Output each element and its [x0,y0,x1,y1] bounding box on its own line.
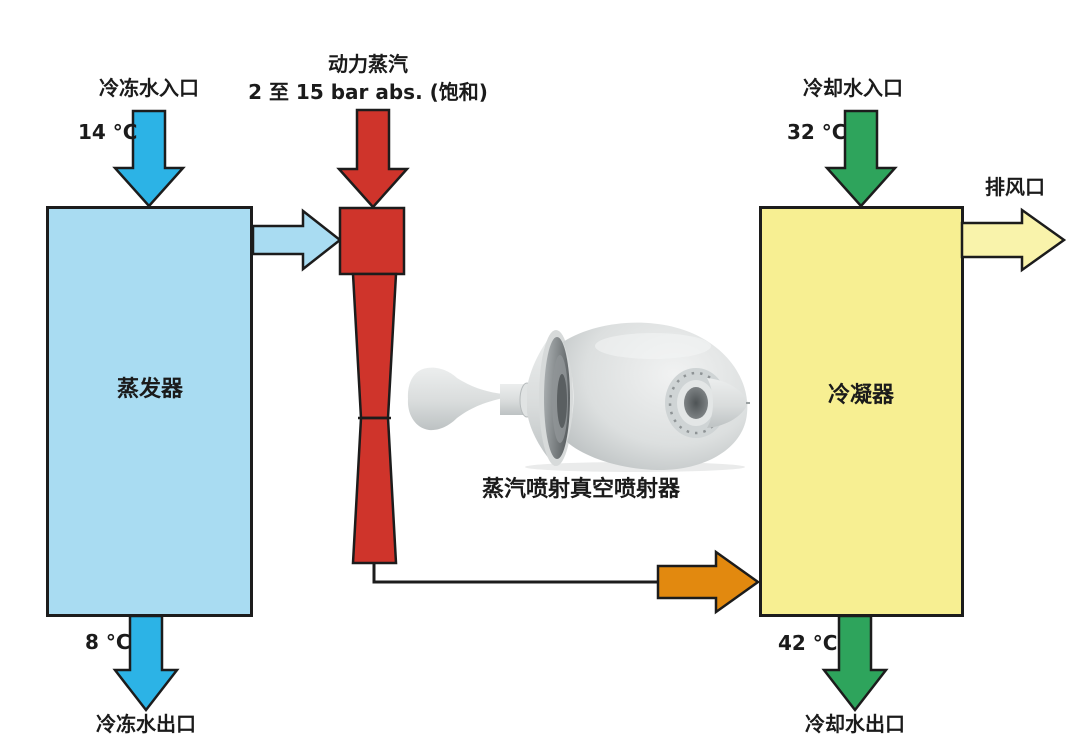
motive-steam-label-line1: 动力蒸汽 [328,52,408,76]
vent-outlet-label: 排风口 [985,175,1045,199]
ejector-discharge-line [372,563,660,584]
evaporator-label: 蒸发器 [116,377,184,402]
chilled-water-inlet-arrow [112,109,186,208]
right-cone [707,378,748,428]
condenser-box [759,206,964,617]
cooling-water-inlet-temp: 32 °C [787,120,847,144]
suction-vapour-arrow [251,208,343,272]
cooling-water-outlet-arrow [821,614,889,713]
discharge-steam-arrow [656,549,761,615]
chilled-water-outlet-label: 冷冻水出口 [96,712,196,736]
nozzle-horn [407,367,503,431]
ejector-photo-caption: 蒸汽喷射真空喷射器 [481,477,681,502]
motive-steam-arrow [336,108,410,209]
ejector-converging-nozzle [351,272,398,420]
cooling-water-inlet-label: 冷却水入口 [803,76,903,100]
motive-steam-label: 动力蒸汽 2 至 15 bar abs. (饱和) [248,50,488,106]
cooling-water-inlet-arrow [824,109,898,208]
ejector-diffuser [351,416,398,565]
cooling-water-outlet-temp: 42 °C [778,631,838,655]
ejector-head [338,206,406,276]
ejector-photo [407,322,750,472]
vent-outlet-arrow [960,207,1067,273]
body-highlight [595,333,711,359]
chilled-water-inlet-label: 冷冻水入口 [99,76,199,100]
condenser-label: 冷凝器 [827,383,895,408]
chilled-water-outlet-temp: 8 °C [85,630,131,654]
evaporator-box [46,206,253,617]
cooling-water-outlet-label: 冷却水出口 [805,712,905,736]
chilled-water-inlet-temp: 14 °C [78,120,138,144]
inlet-mouth-core [557,374,567,428]
chilled-water-outlet-arrow [112,614,180,713]
flange-hole [684,387,708,419]
motive-steam-label-line2: 2 至 15 bar abs. (饱和) [248,80,488,104]
